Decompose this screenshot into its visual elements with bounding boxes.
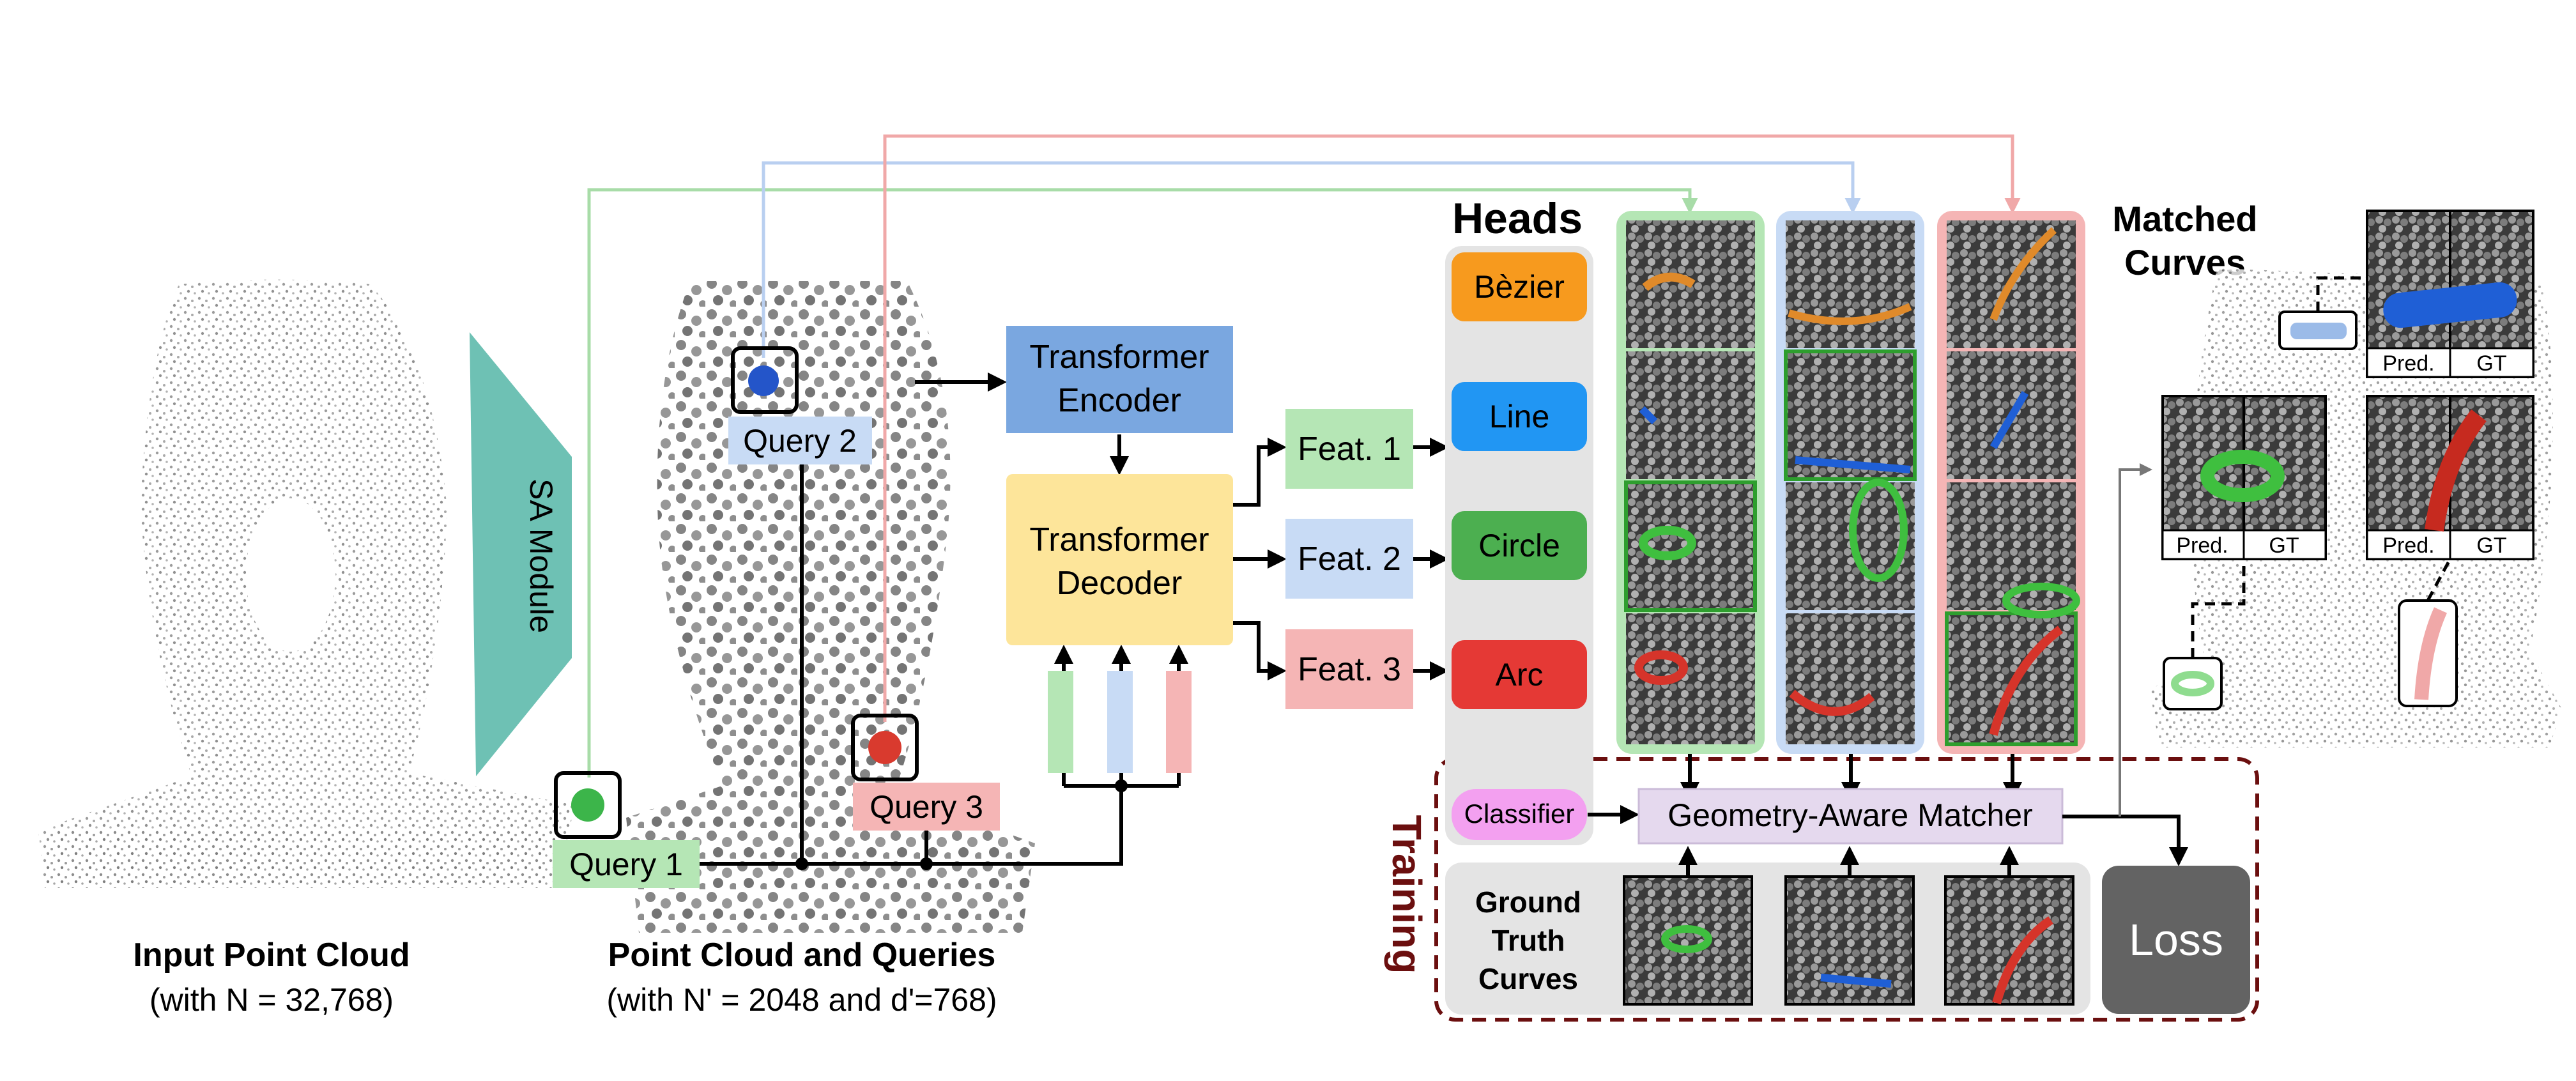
query2-frame	[731, 346, 799, 414]
input-subtitle: (with N = 32,768)	[150, 982, 394, 1018]
matched-panel-red	[2366, 395, 2534, 560]
matched-panel-green	[2161, 395, 2327, 560]
panel1-pred: Pred.	[2382, 351, 2434, 376]
panel2-gt: GT	[2269, 533, 2299, 558]
geometry-aware-matcher	[1637, 788, 2064, 845]
panel2-pred: Pred.	[2176, 533, 2228, 558]
input-point-cloud	[38, 279, 575, 888]
feat2-box	[1285, 519, 1413, 599]
queries-subtitle: (with N' = 2048 and d'=768)	[606, 982, 997, 1018]
matcher-to-loss	[2062, 815, 2188, 866]
sa-module-block	[470, 332, 572, 776]
feat3-label: Feat. 3	[1298, 651, 1401, 688]
matched-callouts	[2163, 276, 2458, 710]
head-line	[1452, 382, 1587, 451]
query2-route	[762, 161, 1861, 358]
panel1-gt: GT	[2476, 351, 2506, 376]
junction-1	[795, 857, 808, 870]
query3-route	[883, 134, 2021, 722]
head-bezier-label: Bèzier	[1474, 269, 1565, 305]
decoder-line1: Transformer	[1029, 521, 1209, 558]
matched-point-cloud	[2150, 268, 2562, 747]
query-embed-blue	[1107, 671, 1133, 773]
matched-title-line1: Matched	[2112, 199, 2257, 239]
transformer-encoder	[1006, 326, 1233, 433]
input-title: Input Point Cloud	[133, 937, 410, 974]
query3-point	[868, 731, 901, 764]
decoder-out-1	[1233, 438, 1287, 507]
query1-frame	[554, 771, 622, 839]
decoder-line2: Decoder	[1057, 565, 1183, 602]
feat1-label: Feat. 1	[1298, 431, 1401, 468]
feat3-box	[1285, 629, 1413, 709]
query1-route	[587, 188, 1698, 778]
gt-line3: Curves	[1478, 962, 1578, 995]
training-label: Training	[1384, 815, 1430, 974]
head-arc-label: Arc	[1496, 657, 1544, 693]
query-embed-red	[1166, 671, 1192, 773]
query-bus	[700, 786, 1123, 866]
head-classifier-label: Classifier	[1464, 799, 1575, 829]
feat1-box	[1285, 409, 1413, 489]
query-embed-green	[1048, 671, 1073, 773]
query3-label: Query 3	[870, 789, 983, 825]
sa-module-label: SA Module	[523, 479, 559, 633]
gt-thumbnails	[1623, 875, 2074, 1006]
panel3-gt: GT	[2476, 533, 2506, 558]
queries-title: Point Cloud and Queries	[608, 937, 996, 974]
encoder-line1: Transformer	[1029, 339, 1209, 376]
decoder-out-3	[1233, 621, 1287, 680]
encoder-line2: Encoder	[1057, 382, 1181, 419]
feat2-label: Feat. 2	[1298, 540, 1401, 578]
query2-point	[748, 365, 779, 396]
loss-label: Loss	[2129, 915, 2223, 965]
panel3-pred: Pred.	[2382, 533, 2434, 558]
junction-2	[920, 857, 933, 870]
query2-tag	[728, 417, 872, 464]
gt-line2: Truth	[1492, 924, 1565, 957]
query1-tag	[553, 840, 700, 888]
heads-title: Heads	[1452, 194, 1583, 243]
matcher-to-matched	[2119, 463, 2152, 816]
matcher-label: Geometry-Aware Matcher	[1667, 797, 2032, 833]
head-arc	[1452, 640, 1587, 709]
ground-truth-panel	[1445, 862, 2090, 1015]
query1-point	[571, 788, 604, 822]
training-region	[1434, 757, 2259, 1022]
head-circle-label: Circle	[1478, 528, 1560, 564]
gt-line1: Ground	[1475, 885, 1581, 919]
head-bezier	[1452, 252, 1587, 321]
query3-frame	[851, 714, 919, 781]
result-column-red	[1937, 211, 2085, 754]
head-circle	[1452, 511, 1587, 580]
result-column-blue	[1776, 211, 1924, 754]
query-point-cloud	[626, 281, 1035, 933]
transformer-decoder	[1006, 474, 1233, 645]
query3-tag	[853, 783, 1000, 831]
loss-box	[2102, 866, 2250, 1014]
query2-label: Query 2	[743, 423, 857, 459]
head-classifier	[1452, 789, 1587, 840]
query1-label: Query 1	[569, 847, 683, 882]
result-column-green	[1616, 211, 1765, 754]
head-line-label: Line	[1489, 399, 1550, 434]
matched-panel-blue	[2366, 210, 2534, 378]
